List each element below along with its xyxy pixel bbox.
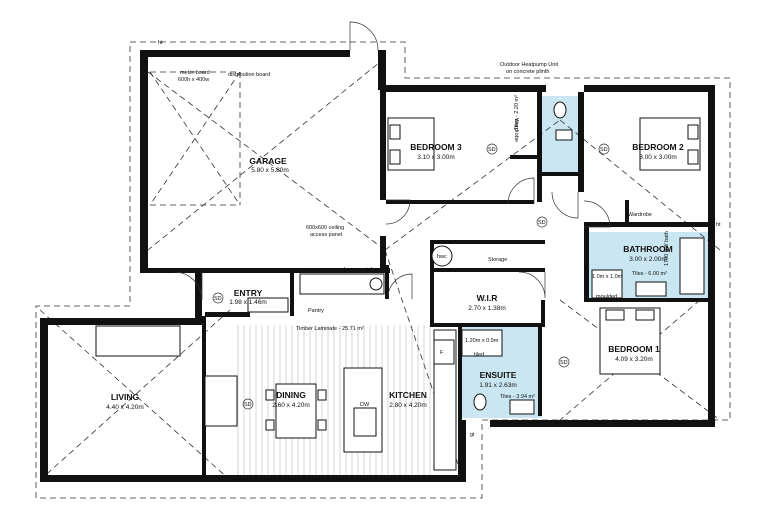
dr-label: dr <box>342 267 347 273</box>
entry-name: ENTRY <box>234 288 263 298</box>
bed-bedroom-2 <box>639 117 701 171</box>
wir-dims: 2.70 x 1.38m <box>468 305 506 312</box>
bath-label: 1700 BW bath <box>664 231 670 266</box>
garage-dims: 5.80 x 5.80m <box>251 167 289 174</box>
annotations: meter board 600h x 400w distribution boa… <box>158 40 721 438</box>
living-furniture <box>95 325 327 439</box>
dishwasher-label: DW <box>360 402 370 408</box>
doors <box>173 21 611 301</box>
sd-bedroom2: SD <box>600 147 608 153</box>
sd-entry: SD <box>214 296 222 302</box>
ensuite-shower-type: tiled <box>474 352 484 358</box>
ht-label-top: ht <box>158 40 163 46</box>
entry-dims: 1.98 x 1.46m <box>229 299 267 306</box>
bedroom2-dims: 3.00 x 3.00m <box>639 154 677 161</box>
room-labels: GARAGE 5.80 x 5.80m BEDROOM 3 3.10 x 3.0… <box>106 142 684 411</box>
ensuite-shower-size: 1.20m x 0.9m <box>465 338 499 344</box>
sd-bedroom1: SD <box>560 360 568 366</box>
kitchen-fixtures <box>247 273 457 471</box>
tiles-wc: Tiles - 2.20 m² <box>514 95 520 130</box>
ensuite-dims: 1.91 x 2.63m <box>479 382 517 389</box>
sd-bedroom3: SD <box>488 147 496 153</box>
tiles-bathroom: Tiles - 6.00 m² <box>632 271 667 277</box>
bedroom3-name: BEDROOM 3 <box>410 142 462 152</box>
kitchen-name: KITCHEN <box>389 390 427 400</box>
bath-shower-size: 1.0m x 1.0m <box>592 274 623 280</box>
smoke-detectors: SD SD SD SD SD SD <box>212 143 610 410</box>
bed-bedroom-1 <box>599 307 661 375</box>
heatpump-label-1: Outdoor Heatpump Unit <box>500 62 559 68</box>
garage-door-swing <box>149 71 241 206</box>
gt-label: gt <box>470 432 475 438</box>
hwc-label: hwc <box>437 254 447 260</box>
ensuite-name: ENSUITE <box>480 370 517 380</box>
meter-board-label: meter board <box>180 70 210 76</box>
living-name: LIVING <box>111 392 140 402</box>
bedroom2-name: BEDROOM 2 <box>632 142 684 152</box>
bedroom1-name: BEDROOM 1 <box>608 344 660 354</box>
sd-living: SD <box>244 402 252 408</box>
dining-dims: 2.60 x 4.20m <box>272 402 310 409</box>
ceiling-access-1: 600x600 ceiling <box>306 225 344 231</box>
bathroom-name: BATHROOM <box>623 244 672 254</box>
bath-shower-type: moulded <box>596 294 617 300</box>
pantry-label: Pantry <box>308 308 324 314</box>
tiles-ensuite: Tiles - 3.94 m² <box>500 394 535 400</box>
windows <box>43 87 680 479</box>
living-dims: 4.40 x 4.20m <box>106 404 144 411</box>
kitchen-dims: 2.80 x 4.20m <box>389 402 427 409</box>
ht-label-right: ht <box>716 222 721 228</box>
bedroom1-dims: 4.09 x 3.20m <box>615 356 653 363</box>
fridge-label: F <box>440 350 444 356</box>
wardrobe-bedroom2: Wardrobe <box>628 212 652 218</box>
wir-name: W.I.R <box>477 293 498 303</box>
distribution-board-label: distribution board <box>228 72 270 78</box>
wm-label: wm <box>305 267 315 273</box>
garage-name: GARAGE <box>249 156 287 166</box>
laminate-label: Timber Laminate - 25.71 m² <box>296 326 364 332</box>
interior-walls <box>202 88 708 476</box>
meter-board-size: 600h x 400w <box>178 77 209 83</box>
bedroom3-dims: 3.10 x 3.00m <box>417 154 455 161</box>
sd-hall: SD <box>538 220 546 226</box>
bathroom-dims: 3.00 x 2.00m <box>629 256 667 263</box>
wardrobe-bedroom3: Wardrobe <box>513 118 519 142</box>
dining-name: DINING <box>276 390 306 400</box>
ceiling-access-2: access panel <box>310 232 342 238</box>
bathroom-fixtures <box>431 101 705 415</box>
heatpump-label-2: on concrete plinth <box>506 69 549 75</box>
storage-label: Storage <box>488 257 507 263</box>
bed-bedroom-3 <box>387 117 435 171</box>
tub-label: tub <box>366 267 374 273</box>
